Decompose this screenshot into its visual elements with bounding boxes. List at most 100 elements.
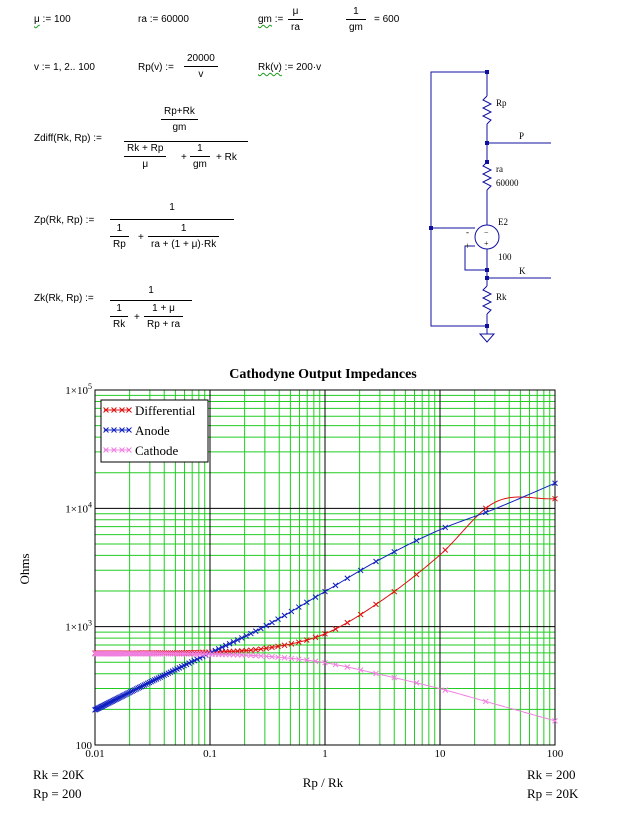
series-marker <box>391 548 398 555</box>
x-axis-label: Rp / Rk <box>303 775 344 790</box>
legend-label-cathode: Cathode <box>135 443 179 458</box>
series-marker <box>263 653 270 660</box>
series-marker <box>93 650 99 657</box>
schematic-nodes <box>429 70 489 328</box>
series-marker <box>344 619 351 626</box>
series-marker <box>373 670 379 677</box>
series-marker <box>413 680 420 686</box>
cathodyne-schematic[interactable]: Rp P ra 60000 E2 100 K Rk - + − + <box>0 0 622 360</box>
series-marker <box>222 642 229 649</box>
eq-zk-b: 1 + μ Rp + ra <box>144 303 184 330</box>
eq-zdiff-b2: 1 gm <box>190 143 210 170</box>
legend-swatch-marker <box>126 427 132 433</box>
eq-zdiff-top: Rp+Rk gm <box>161 106 198 133</box>
resistor-rp <box>481 95 493 125</box>
series-marker <box>303 637 310 643</box>
series-marker <box>248 652 254 659</box>
series-marker <box>373 558 379 565</box>
series-marker <box>552 480 558 487</box>
series-marker <box>295 604 302 610</box>
series-marker <box>165 650 172 657</box>
series-marker <box>344 575 351 582</box>
series-marker <box>143 681 149 688</box>
series-marker <box>243 652 250 659</box>
eq-zp-lhs[interactable]: Zp(Rk, Rp) := <box>34 215 95 226</box>
x-tick-label: 1 <box>322 748 328 760</box>
series-marker <box>373 601 379 608</box>
series-marker <box>252 628 259 634</box>
series-marker <box>148 678 155 685</box>
y-tick-label: 100 <box>76 740 93 752</box>
eq-zp-b: 1 ra + (1 + μ)·Rk <box>148 223 220 250</box>
corner-left-line2: Rp = 200 <box>33 786 82 801</box>
y-tick-label: 1×103 <box>65 619 92 634</box>
series-marker <box>183 651 190 657</box>
series-marker <box>252 652 259 659</box>
eq-zk-a: 1 Rk <box>110 303 129 330</box>
y-tick-label: 1×104 <box>65 500 92 515</box>
eq-gm-fraction: μ ra <box>288 6 303 33</box>
series-marker <box>322 588 328 595</box>
series-marker <box>413 537 420 544</box>
series-marker <box>275 643 281 650</box>
eq-mu[interactable]: μ := 100 <box>34 14 71 25</box>
series-marker <box>357 567 364 574</box>
series-marker <box>243 632 250 639</box>
series-marker <box>188 651 195 657</box>
x-tick-label: 10 <box>435 748 447 760</box>
series-marker <box>215 646 222 652</box>
chart-series <box>92 480 558 724</box>
series-marker <box>391 588 398 595</box>
legend-swatch-marker <box>126 447 132 453</box>
legend-swatch-marker <box>119 407 125 413</box>
schematic-wires <box>430 71 551 343</box>
corner-right-line2: Rp = 20K <box>527 786 579 801</box>
series-marker <box>312 594 319 601</box>
resistor-ra <box>481 161 493 191</box>
series-marker <box>281 642 288 649</box>
series-marker <box>92 707 98 713</box>
series-marker <box>295 656 302 663</box>
series-marker <box>482 509 489 516</box>
series-marker <box>230 639 237 645</box>
eq-inv-gm-result: = 600 <box>374 14 400 25</box>
eq-ra[interactable]: ra := 60000 <box>138 14 189 25</box>
corner-left-line1: Rk = 20K <box>33 767 85 782</box>
plot-frame <box>94 389 556 746</box>
legend-swatch-marker <box>126 407 132 413</box>
legend-label-differential: Differential <box>135 403 196 418</box>
series-marker <box>167 650 174 657</box>
series-marker <box>263 645 270 652</box>
eq-v-range[interactable]: v := 1, 2.. 100 <box>34 62 95 73</box>
series-marker <box>413 571 420 578</box>
series-marker <box>288 641 295 647</box>
y-axis-label: Ohms <box>17 553 32 584</box>
corner-right-line1: Rk = 200 <box>527 767 576 782</box>
source-plus: + <box>484 239 489 248</box>
series-marker <box>248 630 254 637</box>
eq-rk[interactable]: Rk(v) := 200·v <box>258 62 322 73</box>
series-marker <box>139 682 146 689</box>
series-marker <box>312 634 319 641</box>
series-marker <box>92 650 98 657</box>
series-marker <box>269 619 275 626</box>
series-marker <box>144 680 151 687</box>
series-marker <box>94 650 100 657</box>
eq-gm[interactable]: gm := <box>258 14 284 25</box>
eq-zdiff-lhs[interactable]: Zdiff(Rk, Rp) := <box>34 133 102 144</box>
series-marker <box>129 688 135 695</box>
legend-swatch-marker <box>119 427 125 433</box>
label-gain: 100 <box>498 252 512 262</box>
series-marker <box>263 622 270 629</box>
eq-inv-gm-fraction[interactable]: 1 gm <box>346 6 366 33</box>
series-marker <box>332 661 339 668</box>
series-marker <box>219 644 226 651</box>
series-marker <box>171 650 178 657</box>
legend-swatch-marker <box>111 407 117 413</box>
series-marker <box>141 682 148 688</box>
eq-rp[interactable]: Rp(v) := <box>138 62 174 73</box>
eq-zk-lhs[interactable]: Zk(Rk, Rp) := <box>34 293 94 304</box>
